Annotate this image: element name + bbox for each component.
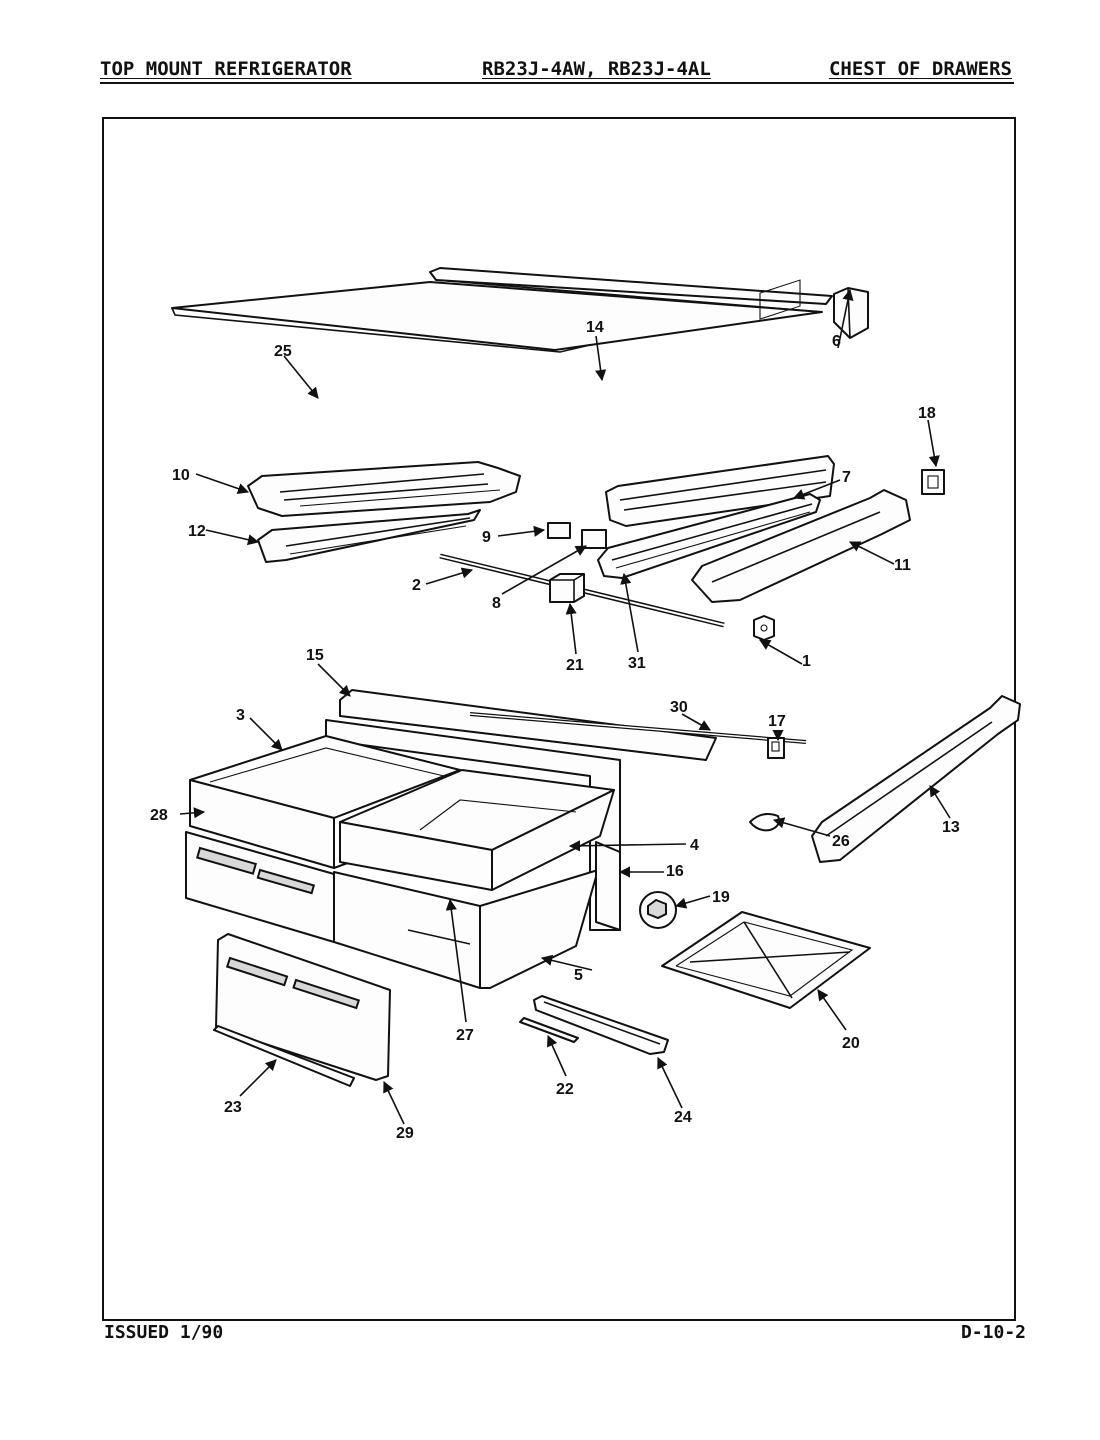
- callout-15: 15: [306, 647, 324, 664]
- part-13-side-frame: [811, 695, 1021, 863]
- part-8-clip: [581, 529, 607, 549]
- callout-leaders: [179, 288, 951, 1125]
- callout-21: 21: [566, 657, 584, 674]
- header-model-type: TOP MOUNT REFRIGERATOR: [100, 58, 352, 80]
- part-19-hinge-detail: [639, 891, 677, 929]
- part-7-right-rail: [605, 455, 835, 527]
- part-20-frame-tray: [661, 911, 871, 1009]
- part-6-end-block: [833, 287, 869, 339]
- part-23-trim-strip: [213, 1025, 355, 1087]
- header-rule: [100, 82, 1014, 84]
- part-10-upper-left-rail: [247, 461, 521, 517]
- part-1-clip: [753, 615, 775, 641]
- part-31-slide-rail: [597, 493, 821, 579]
- part-9-clip: [547, 522, 571, 539]
- part-15-top-trim: [339, 689, 717, 761]
- callout-17: 17: [768, 713, 786, 730]
- part-12-lower-left-rail: [257, 509, 481, 563]
- part-24-slide-track: [533, 995, 669, 1055]
- callout-8: 8: [492, 595, 501, 612]
- part-14-rear-trim: [429, 267, 833, 313]
- part-25-shelf-cover: [171, 281, 823, 353]
- callout-27: 27: [456, 1027, 474, 1044]
- callout-23: 23: [224, 1099, 242, 1116]
- callout-1: 1: [802, 653, 811, 670]
- callout-12: 12: [188, 523, 206, 540]
- callout-29: 29: [396, 1125, 414, 1142]
- callout-4: 4: [690, 837, 699, 854]
- callout-2: 2: [412, 577, 421, 594]
- header-model-numbers: RB23J-4AW, RB23J-4AL: [482, 58, 711, 80]
- callout-26: 26: [832, 833, 850, 850]
- callout-18: 18: [918, 405, 936, 422]
- callout-10: 10: [172, 467, 190, 484]
- callout-14: 14: [586, 319, 604, 336]
- callout-11: 11: [894, 557, 911, 574]
- callout-5: 5: [574, 967, 583, 984]
- callout-31: 31: [628, 655, 646, 672]
- part-17-bracket: [767, 737, 785, 759]
- callout-22: 22: [556, 1081, 574, 1098]
- callout-16: 16: [666, 863, 684, 880]
- callout-20: 20: [842, 1035, 860, 1052]
- callout-7: 7: [842, 469, 851, 486]
- callout-25: 25: [274, 343, 292, 360]
- callout-13: 13: [942, 819, 960, 836]
- callout-3: 3: [236, 707, 245, 724]
- callout-30: 30: [670, 699, 688, 716]
- callout-28: 28: [150, 807, 168, 824]
- part-26-knob: [749, 813, 780, 832]
- callout-6: 6: [832, 333, 841, 350]
- part-29-drawer-front: [215, 933, 391, 1081]
- header-section-title: CHEST OF DRAWERS: [828, 58, 1012, 80]
- part-11-side-frame: [691, 279, 911, 603]
- callout-9: 9: [482, 529, 491, 546]
- part-4-right-drawer: [339, 769, 615, 891]
- callout-19: 19: [712, 889, 730, 906]
- part-18-bracket: [921, 469, 945, 495]
- issue-date: ISSUED 1/90: [104, 1322, 224, 1343]
- part-5-lower-drawer: [333, 869, 599, 989]
- part-21-stop-block: [549, 573, 585, 603]
- page-code: D-10-2: [960, 1322, 1026, 1343]
- part-16-side-panel: [595, 841, 621, 931]
- callout-24: 24: [674, 1109, 692, 1126]
